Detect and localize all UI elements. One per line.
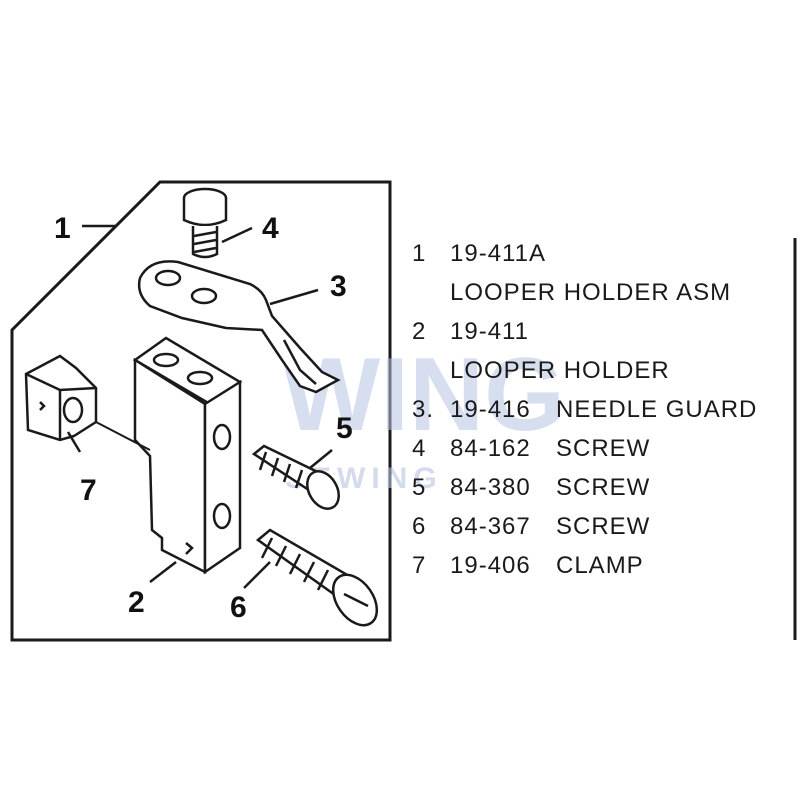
part-number: 5 — [412, 474, 427, 501]
parts-list-row-7: 7 19-406 CLAMP — [412, 548, 800, 587]
part-number: 7 — [412, 552, 427, 579]
part-number: 2 — [412, 318, 427, 345]
callout-5: 5 — [336, 412, 353, 445]
part-name: CLAMP — [556, 552, 644, 579]
part-name: SCREW — [556, 474, 651, 501]
part-name: SCREW — [556, 435, 651, 462]
leader-6 — [243, 561, 271, 589]
part-4-screw — [182, 187, 228, 259]
part-5-screw — [251, 444, 340, 510]
callout-1: 1 — [54, 212, 71, 245]
watermark-main: WING — [282, 337, 565, 453]
part-code: 84-380 — [450, 474, 531, 501]
leader-5 — [309, 449, 333, 469]
callout-2: 2 — [128, 586, 145, 619]
part-code: 19-406 — [450, 552, 531, 579]
part-2-looper-holder — [132, 336, 243, 575]
leader-2 — [149, 561, 177, 583]
leader-3 — [269, 288, 319, 306]
parts-list: 1 19-411A LOOPER HOLDER ASM 2 19-411 LOO… — [412, 236, 800, 587]
callout-6: 6 — [230, 591, 247, 624]
parts-list-row-3: 3. 19-416 NEEDLE GUARD — [412, 392, 800, 431]
part-3-needle-guard — [137, 260, 341, 394]
part-number: 1 — [412, 240, 427, 267]
part-number: 4 — [412, 435, 427, 462]
parts-list-row-5: 5 84-380 SCREW — [412, 470, 800, 509]
parts-list-row-2: 2 19-411 LOOPER HOLDER — [412, 314, 800, 392]
part-6-screw — [255, 528, 379, 627]
parts-list-row-4: 4 84-162 SCREW — [412, 431, 800, 470]
part-name: SCREW — [556, 513, 651, 540]
part-name: LOOPER HOLDER ASM — [450, 279, 732, 306]
part-code: 19-416 — [450, 396, 531, 423]
part-number: 3. — [412, 396, 435, 423]
callout-3: 3 — [330, 270, 347, 303]
callout-7: 7 — [80, 474, 97, 507]
parts-list-row-1: 1 19-411A LOOPER HOLDER ASM — [412, 236, 800, 314]
part-code: 84-367 — [450, 513, 531, 540]
part-name: LOOPER HOLDER — [450, 357, 670, 384]
part-code: 19-411 — [450, 318, 529, 345]
leader-4 — [221, 226, 253, 244]
part-number: 6 — [412, 513, 427, 540]
parts-list-row-6: 6 84-367 SCREW — [412, 509, 800, 548]
part-7-clamp — [24, 354, 98, 442]
part-code: 84-162 — [450, 435, 531, 462]
callout-4: 4 — [262, 212, 279, 245]
part-name: NEEDLE GUARD — [556, 396, 758, 423]
part-code: 19-411A — [450, 240, 546, 267]
leader-7 — [66, 431, 82, 453]
leader-7-clamp-to-holder — [95, 421, 151, 451]
assembly-frame — [10, 180, 392, 642]
